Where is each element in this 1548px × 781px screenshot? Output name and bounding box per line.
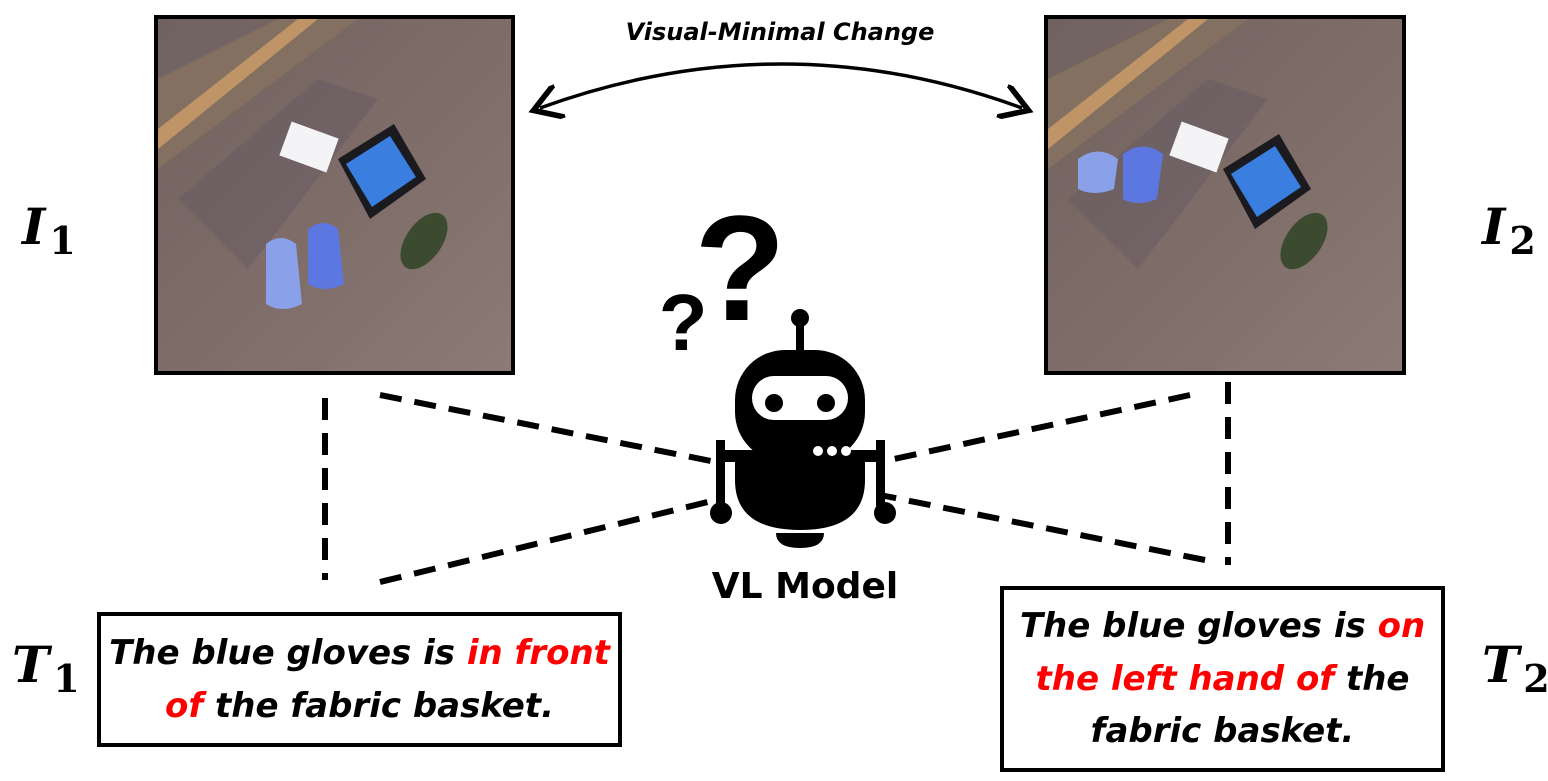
caption-t1-part: The blue gloves is [109,632,467,673]
question-mark-large-icon: ? [694,184,786,352]
visual-minimal-change-caption: Visual-Minimal Change [625,18,935,46]
connector-i1-model [379,392,717,465]
question-mark-small-icon: ? [659,278,708,367]
robot-icon [710,309,896,548]
connector-i2-model [879,392,1191,465]
caption-t2-text: The blue gloves is on the left hand of t… [1004,600,1441,758]
caption-t1-text: The blue gloves is in front of the fabri… [101,627,618,732]
caption-t2-part: The blue gloves is [1019,605,1378,646]
caption-t2: The blue gloves is on the left hand of t… [1000,586,1445,772]
caption-t1: The blue gloves is in front of the fabri… [97,612,622,747]
caption-t1-highlight: in front of [165,632,610,726]
image-i2 [1044,15,1406,375]
vl-model-label: VL Model [711,566,899,607]
connector-t2-model [879,492,1206,563]
connector-t1-model [379,497,717,585]
double-arrow [540,62,1022,108]
caption-t2-part: the fabric basket. [1090,658,1410,752]
image-i1 [154,15,515,375]
caption-t1-part: the fabric basket. [203,685,554,726]
caption-t2-highlight: on the left hand of [1035,605,1426,699]
